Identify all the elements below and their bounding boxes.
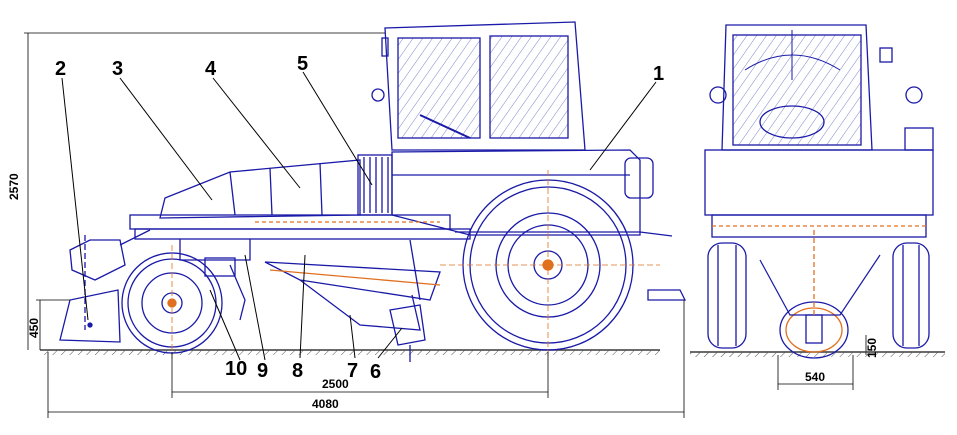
callout-9: 9 [257,360,268,382]
front-working-body [59,229,151,343]
front-left-wheel [707,242,747,349]
front-wheel [121,245,223,360]
dimension-lines [24,32,867,418]
callout-labels: 1 2 3 4 5 6 7 8 9 10 [55,53,664,383]
side-view [40,21,687,362]
callout-4: 4 [205,58,217,80]
callout-6: 6 [370,361,381,383]
main-frame [129,214,673,261]
dimension-labels: 2570 450 2500 4080 540 150 [7,173,879,411]
dim-wheelbase: 2500 [322,377,349,391]
front-disc-unit [759,230,881,359]
front-view [690,24,945,359]
callout-1: 1 [653,63,664,85]
callout-8: 8 [292,360,303,382]
hopper-bunker [159,159,361,219]
rear-working-unit [389,289,687,362]
radiator-grill [357,154,393,216]
callout-10: 10 [225,358,247,380]
dim-overall-height: 2570 [7,173,21,200]
front-cabin [709,24,923,151]
front-body [704,127,934,238]
linkage-arms [204,239,441,331]
callout-7: 7 [347,360,358,382]
dim-front-height: 450 [27,318,41,338]
rear-wheel [440,170,660,360]
tractor-cabin [371,21,586,151]
dim-ground-clearance: 150 [865,338,879,358]
callout-2: 2 [55,58,66,80]
callout-3: 3 [112,58,123,80]
dim-track-width: 540 [805,370,825,384]
callout-leaders [61,71,657,361]
dim-overall-length: 4080 [312,397,339,411]
callout-5: 5 [297,53,308,75]
ground-line [40,349,660,355]
front-ground-line [690,351,945,357]
front-right-wheel [892,242,930,349]
